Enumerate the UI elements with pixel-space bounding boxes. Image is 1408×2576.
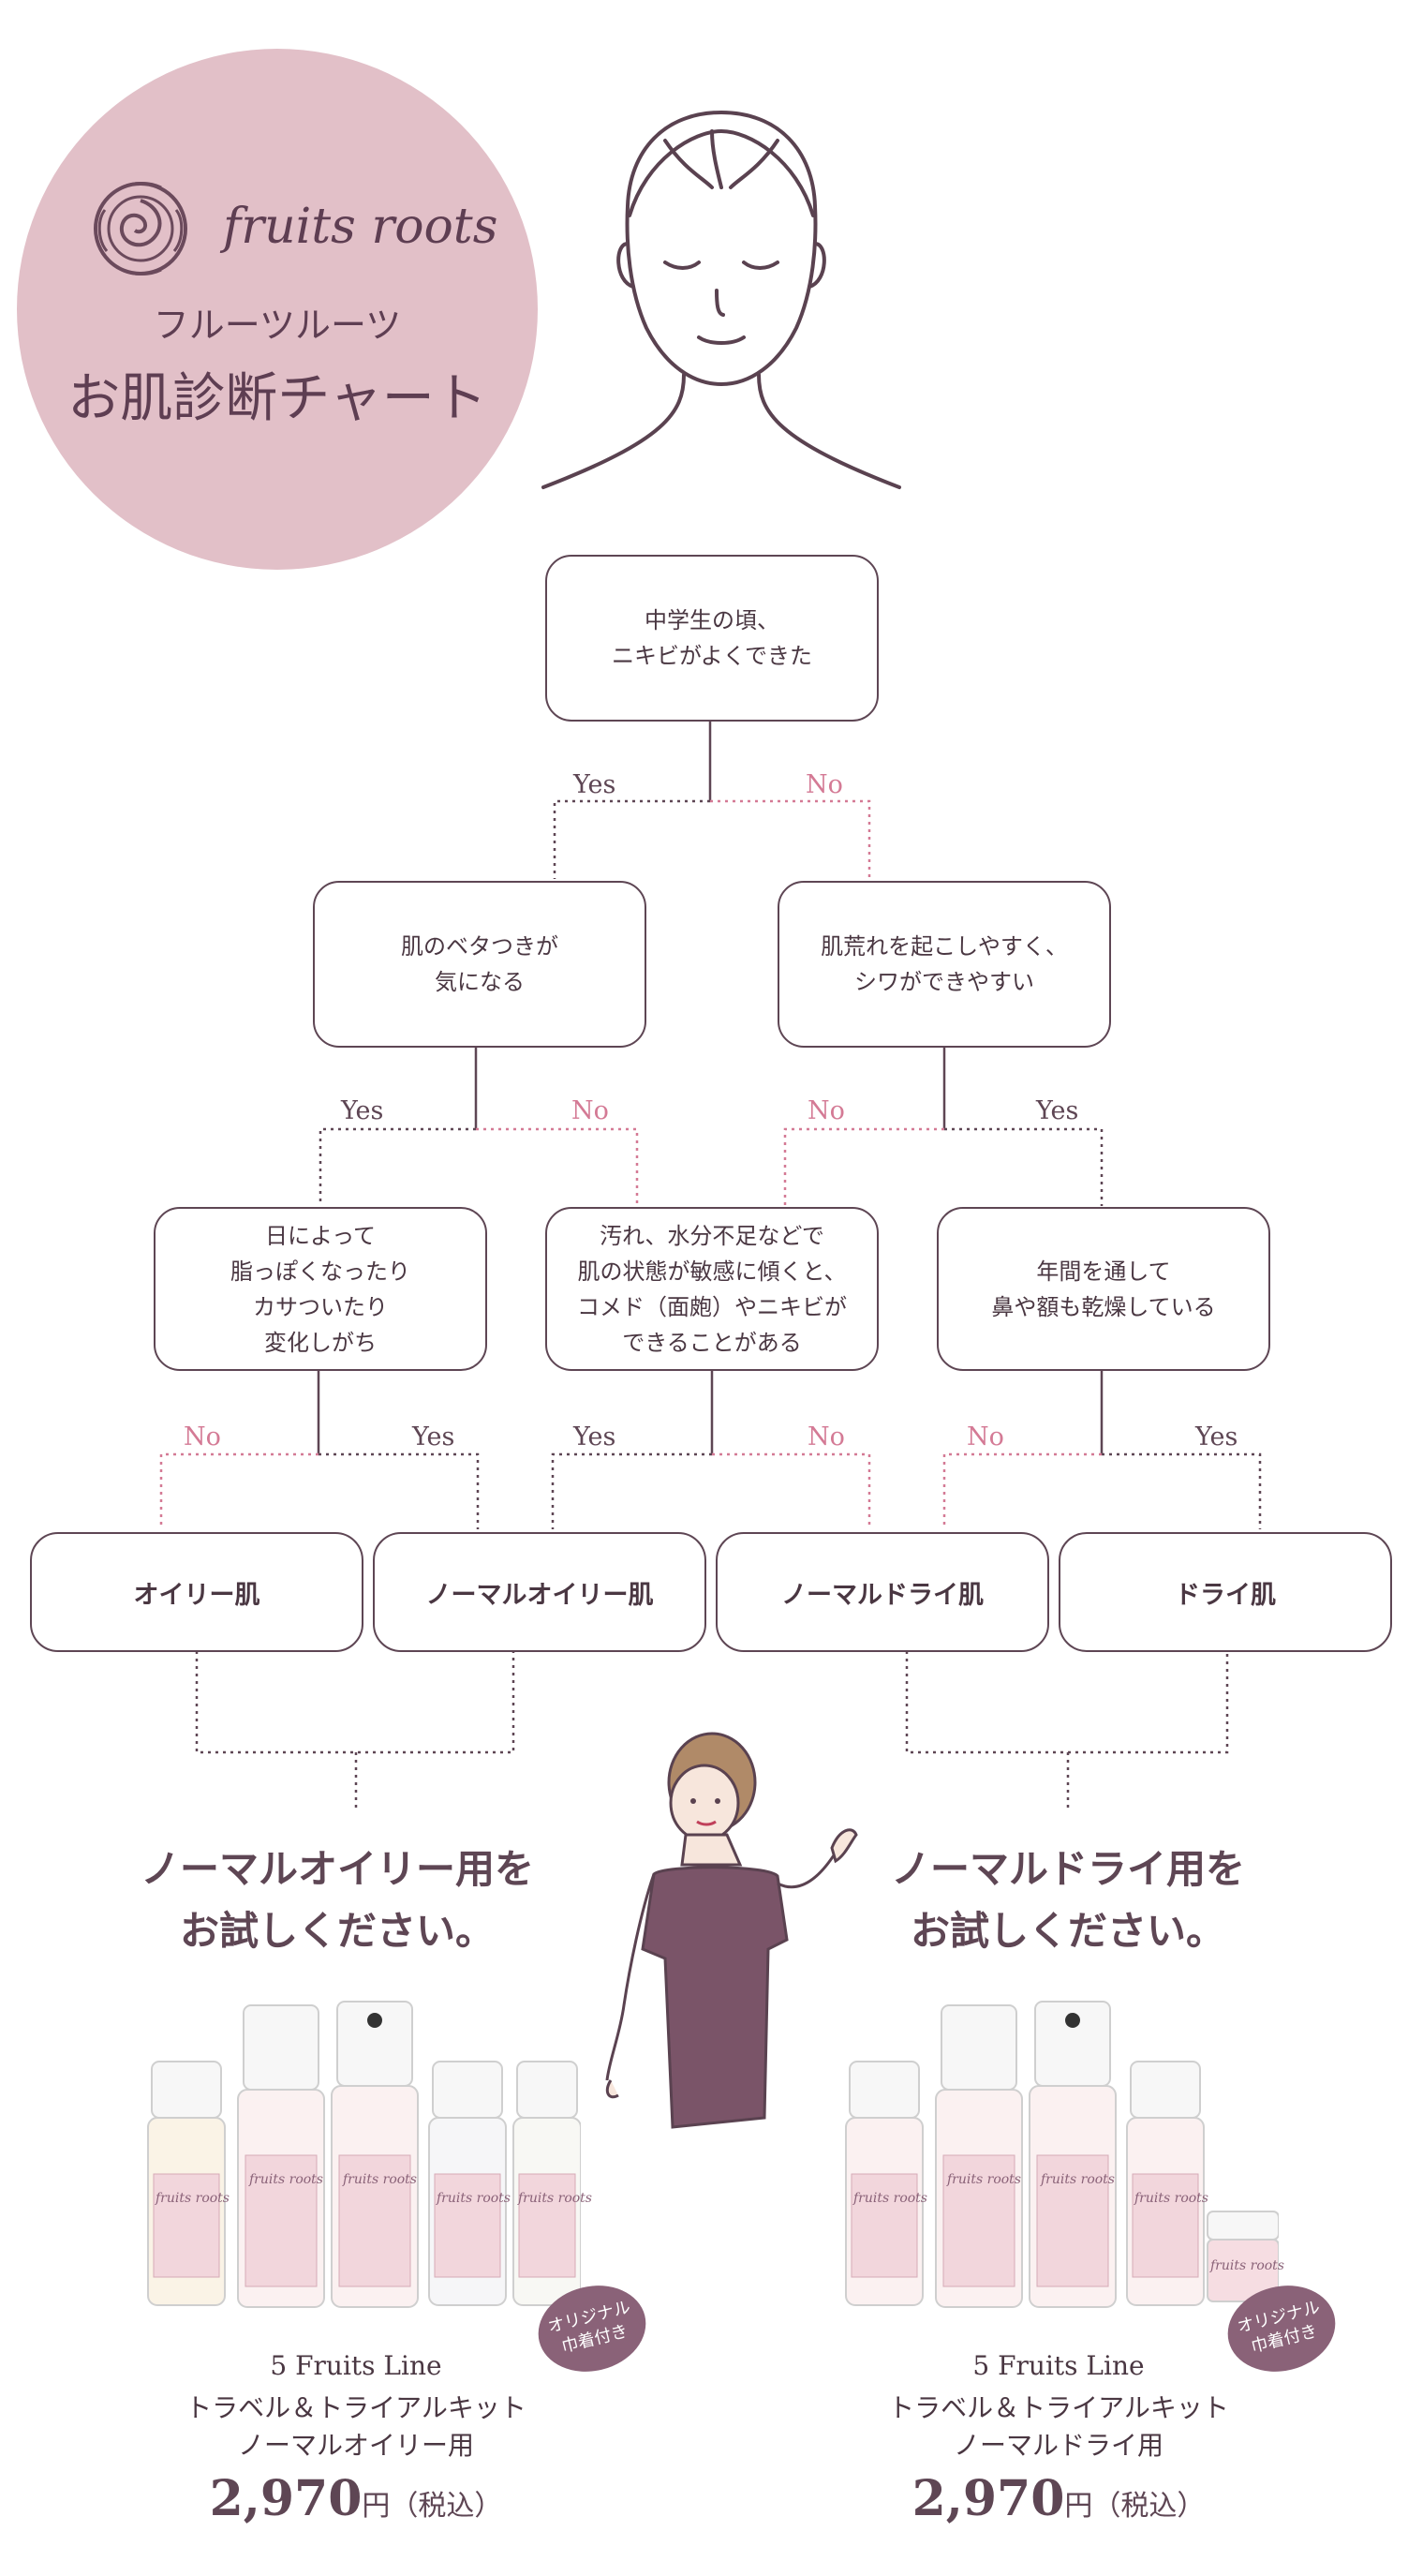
recommend-left: ノーマルオイリー用を お試しください。 (94, 1839, 581, 1962)
product-left-line1: 5 Fruits Line (270, 2350, 442, 2381)
bottle-label: fruits roots (947, 2172, 1021, 2187)
price-unit: 円（税込） (362, 2490, 503, 2523)
yes-label: Yes (412, 1422, 455, 1452)
no-label: No (184, 1422, 221, 1452)
no-label: No (571, 1096, 609, 1125)
product-right-price: 2,970円（税込） (834, 2470, 1283, 2527)
woman-illustration (605, 1732, 858, 2129)
recommend-left-line1: ノーマルオイリー用を (140, 1846, 534, 1892)
no-label: No (808, 1422, 845, 1452)
brand-name: fruits roots (223, 199, 498, 255)
bottle-label: fruits roots (156, 2191, 230, 2206)
bottle-label: fruits roots (343, 2172, 417, 2187)
yes-label: Yes (573, 1422, 616, 1452)
result-oily: オイリー肌 (30, 1532, 363, 1652)
bottle-label: fruits roots (1134, 2191, 1208, 2206)
product-left-line2: トラベル＆トライアルキット (185, 2392, 526, 2423)
price-value: 2,970 (209, 2470, 363, 2527)
bottle-label: fruits roots (518, 2191, 592, 2206)
no-label: No (808, 1096, 845, 1125)
product-left-price: 2,970円（税込） (131, 2470, 581, 2527)
brand-name-jp: フルーツルーツ (153, 305, 402, 346)
product-right-line2: トラベル＆トライアルキット (888, 2392, 1229, 2423)
recommend-right-line2: お試しください。 (910, 1908, 1225, 1954)
no-label: No (806, 770, 843, 799)
product-left-line3: ノーマルオイリー用 (237, 2430, 474, 2461)
price-value: 2,970 (911, 2470, 1065, 2527)
result-dry: ドライ肌 (1059, 1532, 1392, 1652)
result-normal-oily: ノーマルオイリー肌 (373, 1532, 706, 1652)
question-box-q1: 中学生の頃、 ニキビがよくできた (545, 555, 879, 722)
question-box-q6: 年間を通して 鼻や額も乾燥している (937, 1207, 1270, 1371)
result-normal-dry: ノーマルドライ肌 (716, 1532, 1049, 1652)
yes-label: Yes (341, 1096, 384, 1125)
recommend-right-line1: ノーマルドライ用を (890, 1846, 1245, 1892)
bottle-label: fruits roots (1041, 2172, 1115, 2187)
product-set-left (147, 2001, 581, 2308)
bottle-label: fruits roots (249, 2172, 323, 2187)
recommend-right: ノーマルドライ用を お試しください。 (824, 1839, 1312, 1962)
rose-logo-icon (94, 182, 187, 275)
bottle-label: fruits roots (1210, 2258, 1284, 2273)
bottle-label: fruits roots (437, 2191, 511, 2206)
yes-label: Yes (1195, 1422, 1238, 1452)
no-label: No (967, 1422, 1004, 1452)
price-unit: 円（税込） (1064, 2490, 1206, 2523)
question-box-q5: 汚れ、水分不足などで 肌の状態が敏感に傾くと、 コメド（面皰）やニキビが できる… (545, 1207, 879, 1371)
recommend-left-line2: お試しください。 (179, 1908, 495, 1954)
chart-title: お肌診断チャート (67, 368, 487, 429)
yes-label: Yes (573, 770, 616, 799)
question-box-q2: 肌のベタつきが 気になる (313, 881, 646, 1048)
brand-circle: fruits roots フルーツルーツ お肌診断チャート (17, 49, 538, 570)
question-box-q3: 肌荒れを起こしやすく、 シワができやすい (778, 881, 1111, 1048)
bottle-label: fruits roots (853, 2191, 927, 2206)
product-right-line1: 5 Fruits Line (972, 2350, 1145, 2381)
face-illustration (541, 110, 901, 489)
product-set-right (845, 2001, 1279, 2308)
yes-label: Yes (1036, 1096, 1079, 1125)
question-box-q4: 日によって 脂っぽくなったり カサついたり 変化しがち (154, 1207, 487, 1371)
product-right-line3: ノーマルドライ用 (953, 2430, 1163, 2461)
